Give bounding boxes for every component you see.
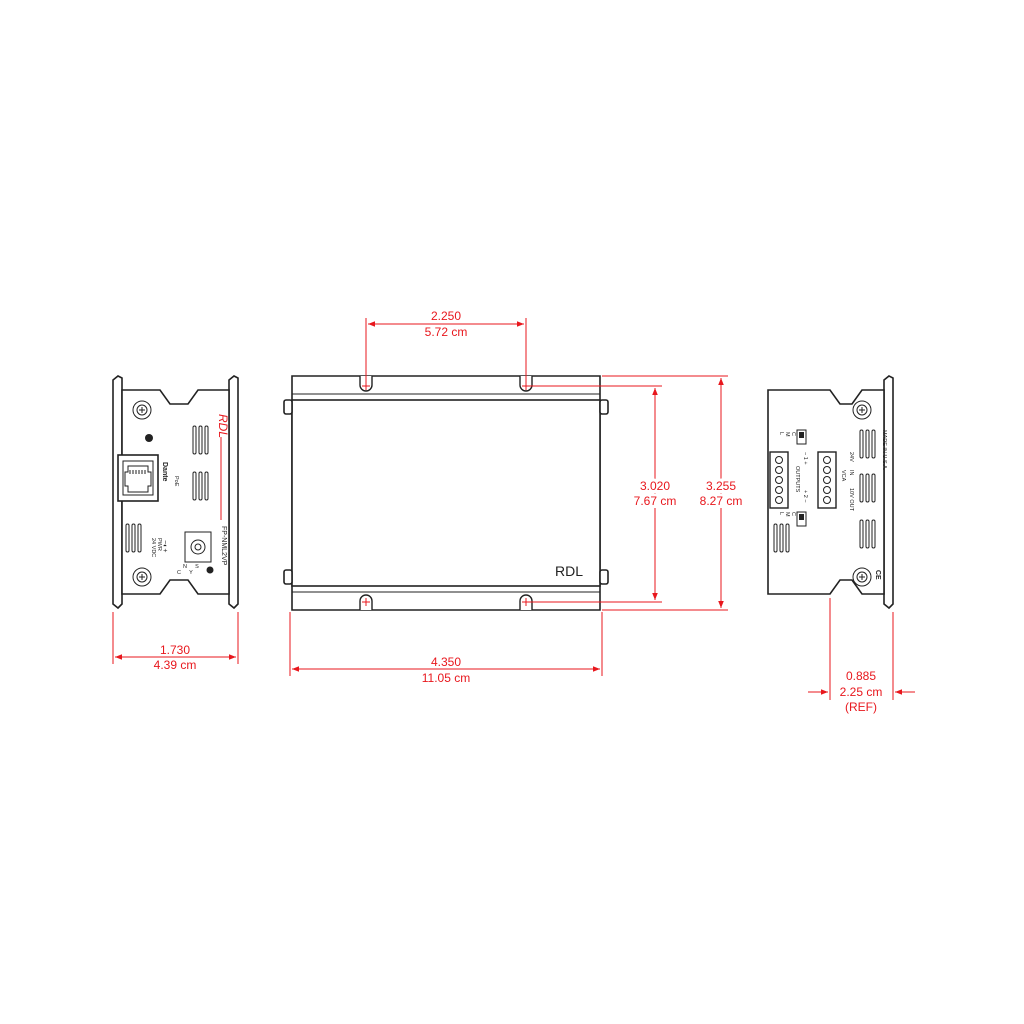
top-view-cover <box>291 399 601 587</box>
output-terminal-block <box>769 451 789 509</box>
screw-icon <box>132 400 152 420</box>
dim-top-length-cm: 11.05 cm <box>422 671 470 685</box>
front-brand-label: RDL <box>216 414 230 438</box>
sync-letter: N <box>183 564 187 570</box>
power-label-2: PWR <box>156 538 162 551</box>
outputs-label: OUTPUTS <box>794 466 800 493</box>
dim-overall-height-inches: 3.255 <box>706 479 736 493</box>
rear-panel-view: L M C L M C OUTPUTS − 1 + + 2 − VCA 24V … <box>767 375 894 610</box>
sync-letter: C <box>177 570 181 576</box>
dim-mount-height: 3.020 7.67 cm <box>530 385 679 603</box>
switch-letter: M <box>784 512 790 517</box>
dim-front-width-inches: 1.730 <box>160 643 190 657</box>
output-number: − 1 + <box>802 452 808 465</box>
top-view-brand-label: RDL <box>555 563 583 579</box>
dc-power-jack-icon <box>184 531 212 563</box>
output-number: + 2 − <box>802 490 808 503</box>
front-panel-view: RDL FP-NML2VP Dante PoE 24 VDC PWR −◐+ S… <box>112 375 239 610</box>
dim-top-length-inches: 4.350 <box>431 655 461 669</box>
dim-mount-height-cm: 7.67 cm <box>634 494 677 508</box>
sync-letter: S <box>195 564 199 570</box>
switch-letter: C <box>790 512 796 516</box>
rear-panel-flange <box>883 375 894 610</box>
front-panel-flange-right <box>228 375 239 610</box>
vca-pin-label: 24V <box>848 452 854 462</box>
screw-icon <box>852 567 872 587</box>
rj45-jack-icon <box>117 454 159 502</box>
sync-led-icon <box>206 566 214 574</box>
top-view: RDL <box>283 375 609 611</box>
vca-label: VCA <box>840 470 846 482</box>
switch-letter: L <box>778 432 784 435</box>
switch-letter: L <box>778 512 784 515</box>
dim-mount-spacing: 2.250 5.72 cm <box>362 309 530 606</box>
led-icon <box>145 434 153 442</box>
mic-line-switch-bottom <box>796 511 807 527</box>
vent-slots <box>125 425 209 553</box>
vca-pin-label: 10V OUT <box>848 488 854 512</box>
power-label-1: 24 VDC <box>150 538 156 557</box>
dim-rear-depth-note: (REF) <box>845 700 877 714</box>
dim-mount-spacing-cm: 5.72 cm <box>425 325 468 339</box>
dim-overall-height-cm: 8.27 cm <box>700 494 743 508</box>
poe-label: PoE <box>173 476 179 487</box>
front-model-label: FP-NML2VP <box>220 526 227 566</box>
ce-mark-icon: CE <box>874 570 881 580</box>
dim-rear-depth: 0.885 2.25 cm (REF) <box>808 598 915 714</box>
switch-letter: C <box>790 432 796 436</box>
switch-letter: M <box>784 432 790 437</box>
dim-top-length: 4.350 11.05 cm <box>289 612 603 685</box>
dim-mount-spacing-inches: 2.250 <box>431 309 461 323</box>
vent-slots <box>773 429 876 553</box>
sync-letter: Y <box>189 570 193 576</box>
screw-icon <box>852 400 872 420</box>
dim-front-width: 1.730 4.39 cm <box>112 612 239 672</box>
vca-terminal-block <box>817 451 837 509</box>
dim-overall-height: 3.255 8.27 cm <box>602 375 745 611</box>
dim-front-width-cm: 4.39 cm <box>154 658 197 672</box>
dim-mount-height-inches: 3.020 <box>640 479 670 493</box>
dim-rear-depth-inches: 0.885 <box>846 669 876 683</box>
made-in-label: MADE IN U.S.A. <box>881 430 887 471</box>
polarity-symbol: −◐+ <box>161 540 168 552</box>
dante-logo: Dante <box>161 462 168 482</box>
screw-icon <box>132 567 152 587</box>
dim-rear-depth-cm: 2.25 cm <box>840 685 883 699</box>
vca-pin-label: IN <box>848 470 854 476</box>
mic-line-switch-top <box>796 429 807 445</box>
